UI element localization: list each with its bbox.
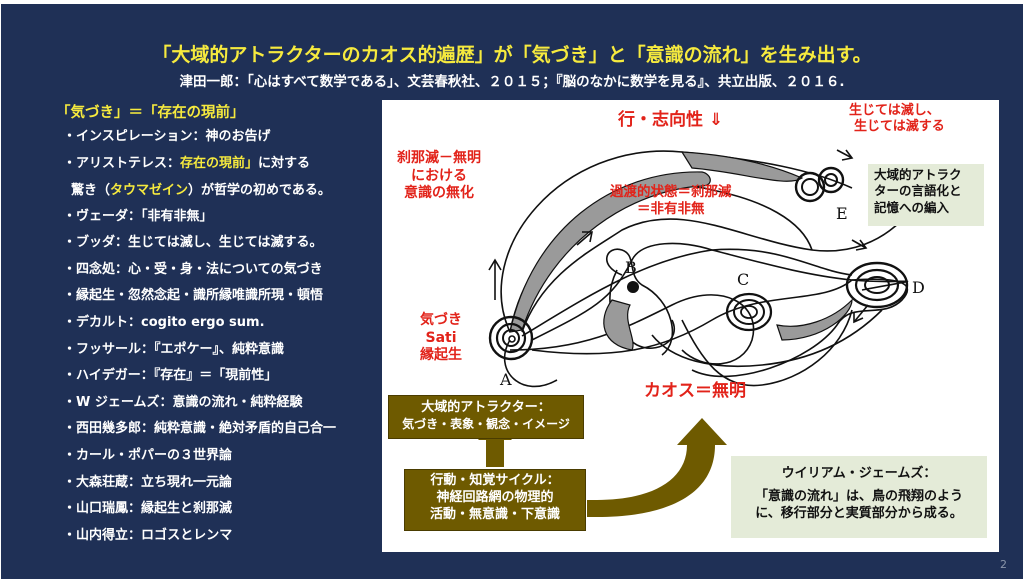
- orbit-path: [503, 339, 558, 388]
- box-line: 「意識の流れ」は、鳥の飛翔のよう: [754, 488, 963, 504]
- label-transitional: 過渡的状態＝刹那滅 ＝非有非無: [610, 184, 732, 218]
- box-william-james: ウイリアム・ジェームズ： 「意識の流れ」は、鳥の飛翔のよう に、移行部分と実質部…: [731, 456, 987, 538]
- box-line: 大域的アトラクター：: [421, 400, 551, 415]
- chaotic-itinerancy-diagram: [478, 149, 909, 517]
- box-line: 神経回路網の物理的: [436, 489, 554, 505]
- label-line: 縁起生: [420, 347, 462, 363]
- orbit-path: [609, 269, 675, 349]
- shaded-band: [776, 298, 853, 341]
- shaded-band: [509, 171, 711, 333]
- slide: 「大域的アトラクターのカオス的遍歴」が「気づき」と「意識の流れ」を生み出す。 津…: [1, 4, 1023, 579]
- orbit-path: [605, 248, 674, 356]
- attractor-c: [725, 292, 773, 332]
- label-line: 気づき: [420, 312, 462, 328]
- orbit-path: [651, 309, 883, 368]
- box-line: 記憶への編入: [874, 199, 950, 215]
- bullet-text: ・アリストテレス：: [63, 155, 181, 171]
- letter-c: C: [737, 270, 750, 289]
- label-awareness: 気づき Sati 縁起生: [420, 312, 462, 365]
- arrow: [836, 149, 853, 159]
- bullet-line2: 驚き（タウマゼイン）が哲学の初めである。: [63, 182, 336, 199]
- arrow: [853, 304, 869, 323]
- label-chaos: カオス＝無明: [644, 381, 746, 401]
- label-nullification: 刹那滅－無明 における 意識の無化: [397, 150, 481, 203]
- letter-b: B: [625, 258, 637, 277]
- bullet-item: ・縁起生・忽然念起・識所縁唯識所現・頓悟: [63, 288, 324, 304]
- box-line: ウイリアム・ジェームズ：: [781, 466, 937, 481]
- label-line: における: [411, 167, 467, 184]
- box-line: 気づき・表象・観念・イメージ: [402, 416, 570, 431]
- label-line: 意識の無化: [404, 185, 474, 201]
- bullet-item: ・ヴェーダ：「非有非無」: [63, 208, 213, 224]
- bullet-accent: タウマゼイン: [110, 182, 189, 198]
- bullet-item: ・フッサール：『エポケー』、純粋意識: [63, 341, 285, 357]
- bullet-item: ・大森荘蔵：立ち現れ一元論: [63, 474, 233, 490]
- orbit-path: [531, 279, 853, 355]
- orbit-path: [531, 242, 909, 341]
- letter-e: E: [836, 204, 848, 223]
- bullet-item: ・山口瑞鳳：縁起生と刹那滅: [63, 501, 233, 517]
- box-line: 活動・無意識・下意識: [429, 506, 560, 522]
- box-line: 行動・知覚サイクル：: [430, 473, 560, 488]
- left-heading: 「気づき」＝「存在の現前」: [56, 105, 245, 121]
- orbit-path: [681, 309, 853, 387]
- bullet-item: ・西田幾多郎：純粋意識・絶対矛盾的自己合一: [63, 421, 337, 437]
- label-line: 過渡的状態＝刹那滅: [610, 184, 732, 200]
- bullet-item: ・山内得立：ロゴスとレンマ: [63, 527, 233, 543]
- olive-arrow-curve: [587, 418, 727, 517]
- orbit-path: [500, 150, 853, 333]
- box-line: に、移行部分と実質部分から成る。: [755, 505, 963, 521]
- bullet-item: ・カール・ポパーの３世界論: [63, 447, 233, 463]
- bullet-item: ・ブッダ：生じては滅し、生じては滅する。: [63, 235, 323, 251]
- box-global-attractor: 大域的アトラクター： 気づき・表象・観念・イメージ: [388, 395, 584, 439]
- bullet-item: ・W ジェームズ：意識の流れ・純粋経験: [63, 394, 303, 410]
- letter-a: A: [500, 370, 512, 389]
- attractor-a: [488, 315, 534, 361]
- bullet-item: ・四念処：心・受・身・法についての気づき: [63, 261, 323, 277]
- label-intentionality: 行・志向性 ⇓: [618, 110, 724, 130]
- attractor-e: [794, 166, 845, 203]
- page-number: 2: [1000, 558, 1007, 571]
- orbit-path: [521, 248, 853, 337]
- orbit-path: [521, 218, 903, 333]
- letter-d: D: [912, 278, 925, 297]
- arrow: [576, 231, 593, 246]
- note-box-verbalization: 大域的アトラク ターの言語化と 記憶への編入: [868, 164, 984, 226]
- bullet-accent: 存在の現前」: [180, 155, 259, 171]
- box-action-cycle: 行動・知覚サイクル： 神経回路網の物理的 活動・無意識・下意識: [404, 469, 586, 531]
- label-line: 刹那滅－無明: [397, 150, 481, 166]
- box-line: 大域的アトラク: [874, 167, 962, 182]
- bullet-text: ）が哲学の初めである。: [188, 182, 331, 198]
- slide-subtitle: 津田一郎：「心はすべて数学である」、文芸春秋社、２０１５；『脳のなかに数学を見る…: [179, 74, 845, 90]
- bullet-item: ・アリストテレス：存在の現前」に対する驚き（タウマゼイン）が哲学の初めである。: [63, 155, 336, 208]
- box-line: ターの言語化と: [874, 183, 962, 199]
- slide-title: 「大域的アトラクターのカオス的遍歴」が「気づき」と「意識の流れ」を生み出す。: [152, 44, 872, 66]
- label-line: ＝非有非無: [637, 200, 705, 217]
- bullet-item: ・デカルト：cogito ergo sum.: [63, 314, 265, 330]
- attractor-b: [627, 281, 639, 293]
- shaded-band: [680, 151, 804, 182]
- arrow: [851, 239, 867, 249]
- bullet-item: ・インスピレーション：神のお告げ: [63, 129, 271, 144]
- bullet-item: ・ハイデガー：『存在』＝「現前性」: [63, 368, 278, 384]
- shaded-band: [603, 299, 634, 351]
- label-line: 生じては滅し、: [849, 103, 940, 118]
- orbit-path: [509, 294, 755, 365]
- attractor-d: [845, 261, 909, 309]
- label-line: 生じては滅する: [854, 119, 945, 135]
- bullet-list: ・インスピレーション：神のお告げ・アリストテレス：存在の現前」に対する驚き（タウ…: [63, 128, 336, 553]
- bullet-text: 驚き（: [71, 182, 111, 198]
- bullet-text: に対する: [258, 155, 311, 171]
- label-line: Sati: [425, 329, 457, 346]
- label-arising-ceasing: 生じては滅し、 生じては滅する: [844, 103, 945, 136]
